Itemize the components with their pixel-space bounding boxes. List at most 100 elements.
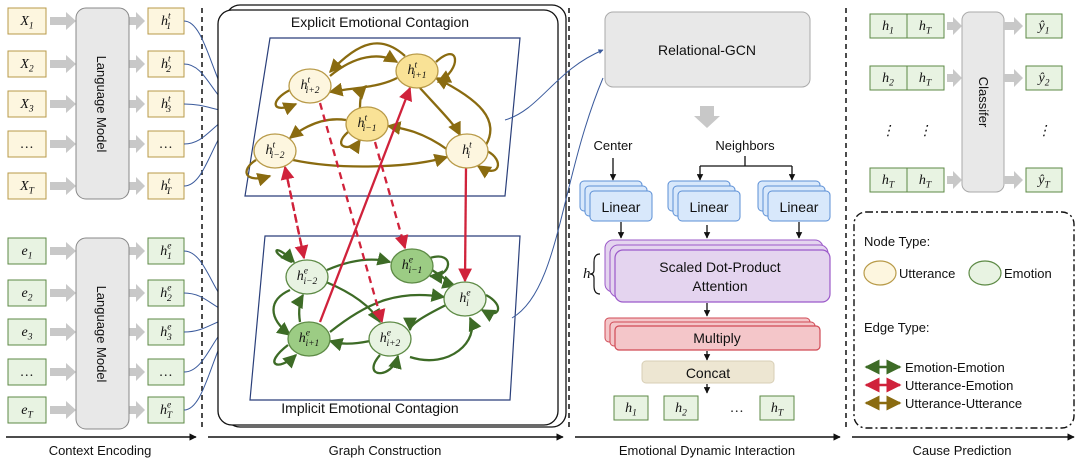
prediction-input-label: ⋮ xyxy=(918,124,932,139)
emotion-input-label: e3 xyxy=(22,325,33,342)
legend-emotion-swatch xyxy=(968,260,1002,286)
utterance-utterance-edge xyxy=(434,76,492,146)
emotion-output-arrow xyxy=(129,401,145,419)
emotion-input-arrow xyxy=(50,323,76,341)
interaction-output-label: … xyxy=(731,401,743,416)
emotion-input-label: e2 xyxy=(22,286,33,303)
utterance-emotion-edge xyxy=(318,86,412,323)
graph-edges xyxy=(245,42,604,375)
linear-layer-box xyxy=(589,190,653,222)
emotion-emotion-self-loop xyxy=(273,344,298,369)
emotion-node xyxy=(368,321,412,357)
utterance-emotion-edge xyxy=(373,141,409,250)
utterance-input-arrow xyxy=(50,177,76,195)
emotion-emotion-edge xyxy=(409,316,482,362)
utterance-utterance-edge xyxy=(329,42,406,74)
utterance-input-label: … xyxy=(21,137,33,152)
prediction-input-box xyxy=(906,65,945,91)
interaction-output-box xyxy=(613,395,649,421)
emotion-node xyxy=(285,259,329,295)
language-model-utterance-label: Language Model xyxy=(94,56,109,153)
emotion-emotion-edge xyxy=(290,293,305,323)
utterance-input-box xyxy=(7,130,47,158)
section-label-cause-prediction: Cause Prediction xyxy=(913,443,1012,458)
interaction-output-box xyxy=(759,395,795,421)
emotion-output-box xyxy=(147,279,185,307)
prediction-out-arrow xyxy=(1004,17,1023,35)
utterance-emotion-edge xyxy=(458,167,473,283)
rgcn-down-arrow xyxy=(694,106,720,128)
utterance-node xyxy=(253,133,297,169)
explicit-contagion-title: Explicit Emotional Contagion xyxy=(291,14,469,30)
concat-box xyxy=(641,360,775,384)
encoding-arrows xyxy=(50,12,145,419)
multiply-label: Multiply xyxy=(693,330,740,346)
utterance-output-arrow xyxy=(129,135,145,153)
utterance-output-box xyxy=(147,90,185,118)
attention-label-line2: Attention xyxy=(692,278,747,294)
section-label-context-encoding: Context Encoding xyxy=(49,443,152,458)
emotion-input-box xyxy=(7,318,47,346)
prediction-input-label: h1 xyxy=(882,19,894,36)
implicit-contagion-title: Implicit Emotional Contagion xyxy=(281,400,458,416)
utterance-output-arrow xyxy=(129,55,145,73)
utterance-input-label: X3 xyxy=(19,97,34,114)
emotion-emotion-self-loop xyxy=(428,255,450,284)
prediction-input-label: h2 xyxy=(882,71,894,88)
utterance-utterance-self-loop xyxy=(435,53,457,84)
emotion-input-label: … xyxy=(21,365,33,380)
utterance-utterance-self-loop xyxy=(274,88,298,116)
utterance-emotion-edge xyxy=(318,102,386,324)
emotion-node xyxy=(287,321,331,357)
emotion-emotion-self-loop xyxy=(372,354,402,375)
emotion-input-box xyxy=(7,396,47,424)
prediction-input-label: hT xyxy=(919,19,932,36)
emotion-output-label: … xyxy=(160,365,172,380)
emotion-output-arrow xyxy=(129,242,145,260)
language-model-emotion-box xyxy=(75,237,130,430)
utterance-utterance-edge xyxy=(386,121,449,151)
prediction-output-label: ŷT xyxy=(1036,173,1050,190)
prediction-out-arrow xyxy=(1004,171,1023,189)
utterance-output-arrow xyxy=(129,177,145,195)
prediction-in-arrow xyxy=(947,17,962,35)
section-label-graph-construction: Graph Construction xyxy=(329,443,442,458)
explicit-to-rgcn-line xyxy=(504,49,604,121)
utterance-input-arrow xyxy=(50,135,76,153)
multiply-box xyxy=(614,325,821,351)
linear-layer-label: Linear xyxy=(602,199,641,215)
emotion-input-label: e1 xyxy=(22,244,33,261)
center-label: Center xyxy=(593,138,633,153)
emotion-input-arrow xyxy=(50,284,76,302)
utterance-input-arrow xyxy=(50,12,76,30)
linear-layer-box xyxy=(677,190,741,222)
emotion-input-label: eT xyxy=(21,403,33,420)
prediction-input-box xyxy=(906,167,945,193)
prediction-input-box xyxy=(869,65,908,91)
emotion-input-arrow xyxy=(50,401,76,419)
legend-edge-type-title: Edge Type: xyxy=(864,320,930,335)
legend-utterance-emotion-label: Utterance-Emotion xyxy=(905,378,1013,393)
legend-utterance-utterance-label: Utterance-Utterance xyxy=(905,396,1022,411)
prediction-input-label: hT xyxy=(919,71,932,88)
emotion-input-box xyxy=(7,279,47,307)
graph-construction-panel: Explicit Emotional Contagion Implicit Em… xyxy=(217,4,604,428)
utterance-input-label: XT xyxy=(19,179,35,196)
linear-layer-box xyxy=(767,190,831,222)
legend-utterance-swatch xyxy=(863,260,897,286)
utterance-utterance-self-loop xyxy=(245,159,272,187)
utterance-input-box xyxy=(7,90,47,118)
